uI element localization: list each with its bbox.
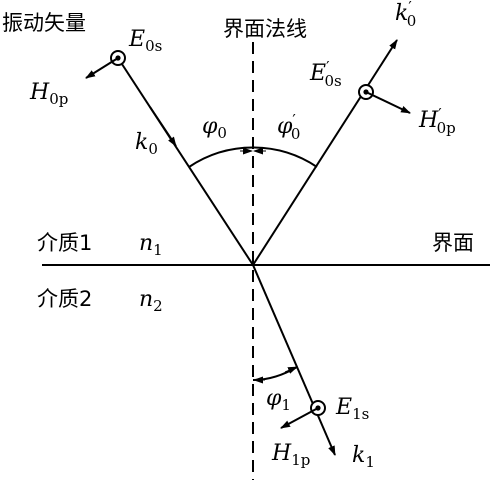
k1-label: k1: [352, 443, 375, 471]
phi0-reflected-label: φ′0: [277, 111, 300, 143]
reflected-ray: [252, 39, 398, 266]
e0s-label: E0s: [128, 27, 162, 55]
h0p-reflected-label: H′0p: [418, 105, 456, 137]
incident-ray: [117, 57, 254, 266]
refracted-ray: [252, 264, 336, 456]
medium2-label: 介质2: [37, 287, 92, 311]
h0p-label: H0p: [29, 80, 68, 108]
n2-label: n2: [139, 287, 163, 315]
refraction-angle-arc: [252, 366, 298, 381]
h1p-arrow: [280, 407, 319, 429]
k0-arrow: [149, 106, 177, 147]
normal-line-label: 界面法线: [223, 17, 307, 41]
h0p-reflected-arrow: [365, 91, 411, 114]
e0s-reflected-label: E′0s: [309, 58, 342, 90]
k0-reflected-label: k′0: [395, 0, 416, 30]
e1s-label: E1s: [335, 395, 369, 423]
n1-label: n1: [139, 231, 163, 259]
h1p-label: H1p: [271, 441, 310, 469]
phi1-label: φ1: [266, 386, 291, 414]
phi1-arc-arrow-right: [284, 366, 298, 374]
vibration-vector-label: 振动矢量: [2, 11, 86, 35]
k0-label: k0: [135, 130, 158, 158]
medium1-label: 介质1: [37, 231, 92, 255]
phi0-label: φ0: [202, 114, 227, 142]
interface-label: 界面: [432, 231, 474, 255]
h0p-arrow: [85, 57, 119, 79]
